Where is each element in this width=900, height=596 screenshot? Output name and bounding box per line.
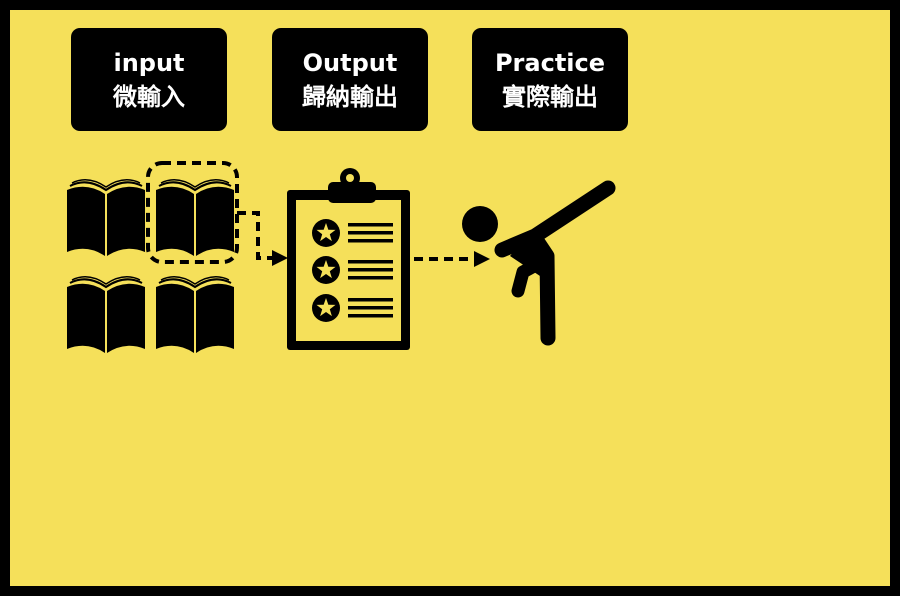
arrowhead-2 bbox=[474, 251, 490, 267]
book-icon bbox=[155, 275, 235, 354]
stage-title-input: input bbox=[113, 48, 185, 77]
stage-title-practice: Practice bbox=[494, 48, 606, 77]
diagram-canvas: input 微輸入 Output 歸納輸出 Practice 實際輸出 bbox=[10, 10, 890, 586]
arrowhead-1 bbox=[272, 250, 288, 266]
book-icon-highlighted bbox=[155, 178, 235, 257]
stage-subtitle-practice: 實際輸出 bbox=[502, 82, 598, 111]
highlight-dashed-box bbox=[146, 161, 239, 264]
kicking-person-icon bbox=[462, 180, 616, 346]
stage-subtitle-input: 微輸入 bbox=[113, 82, 185, 111]
diagram-graphics bbox=[66, 161, 616, 354]
stage-label-practice: Practice 實際輸出 bbox=[472, 28, 628, 131]
stage-label-input: input 微輸入 bbox=[71, 28, 227, 131]
stage-subtitle-output: 歸納輸出 bbox=[302, 82, 398, 111]
stage-label-output: Output 歸納輸出 bbox=[272, 28, 428, 131]
dashed-connector-1 bbox=[237, 211, 272, 260]
books-icon bbox=[66, 178, 235, 354]
book-icon bbox=[66, 178, 146, 257]
stage-title-output: Output bbox=[302, 48, 398, 77]
book-icon bbox=[66, 275, 146, 354]
clipboard-checklist-icon bbox=[287, 168, 410, 350]
